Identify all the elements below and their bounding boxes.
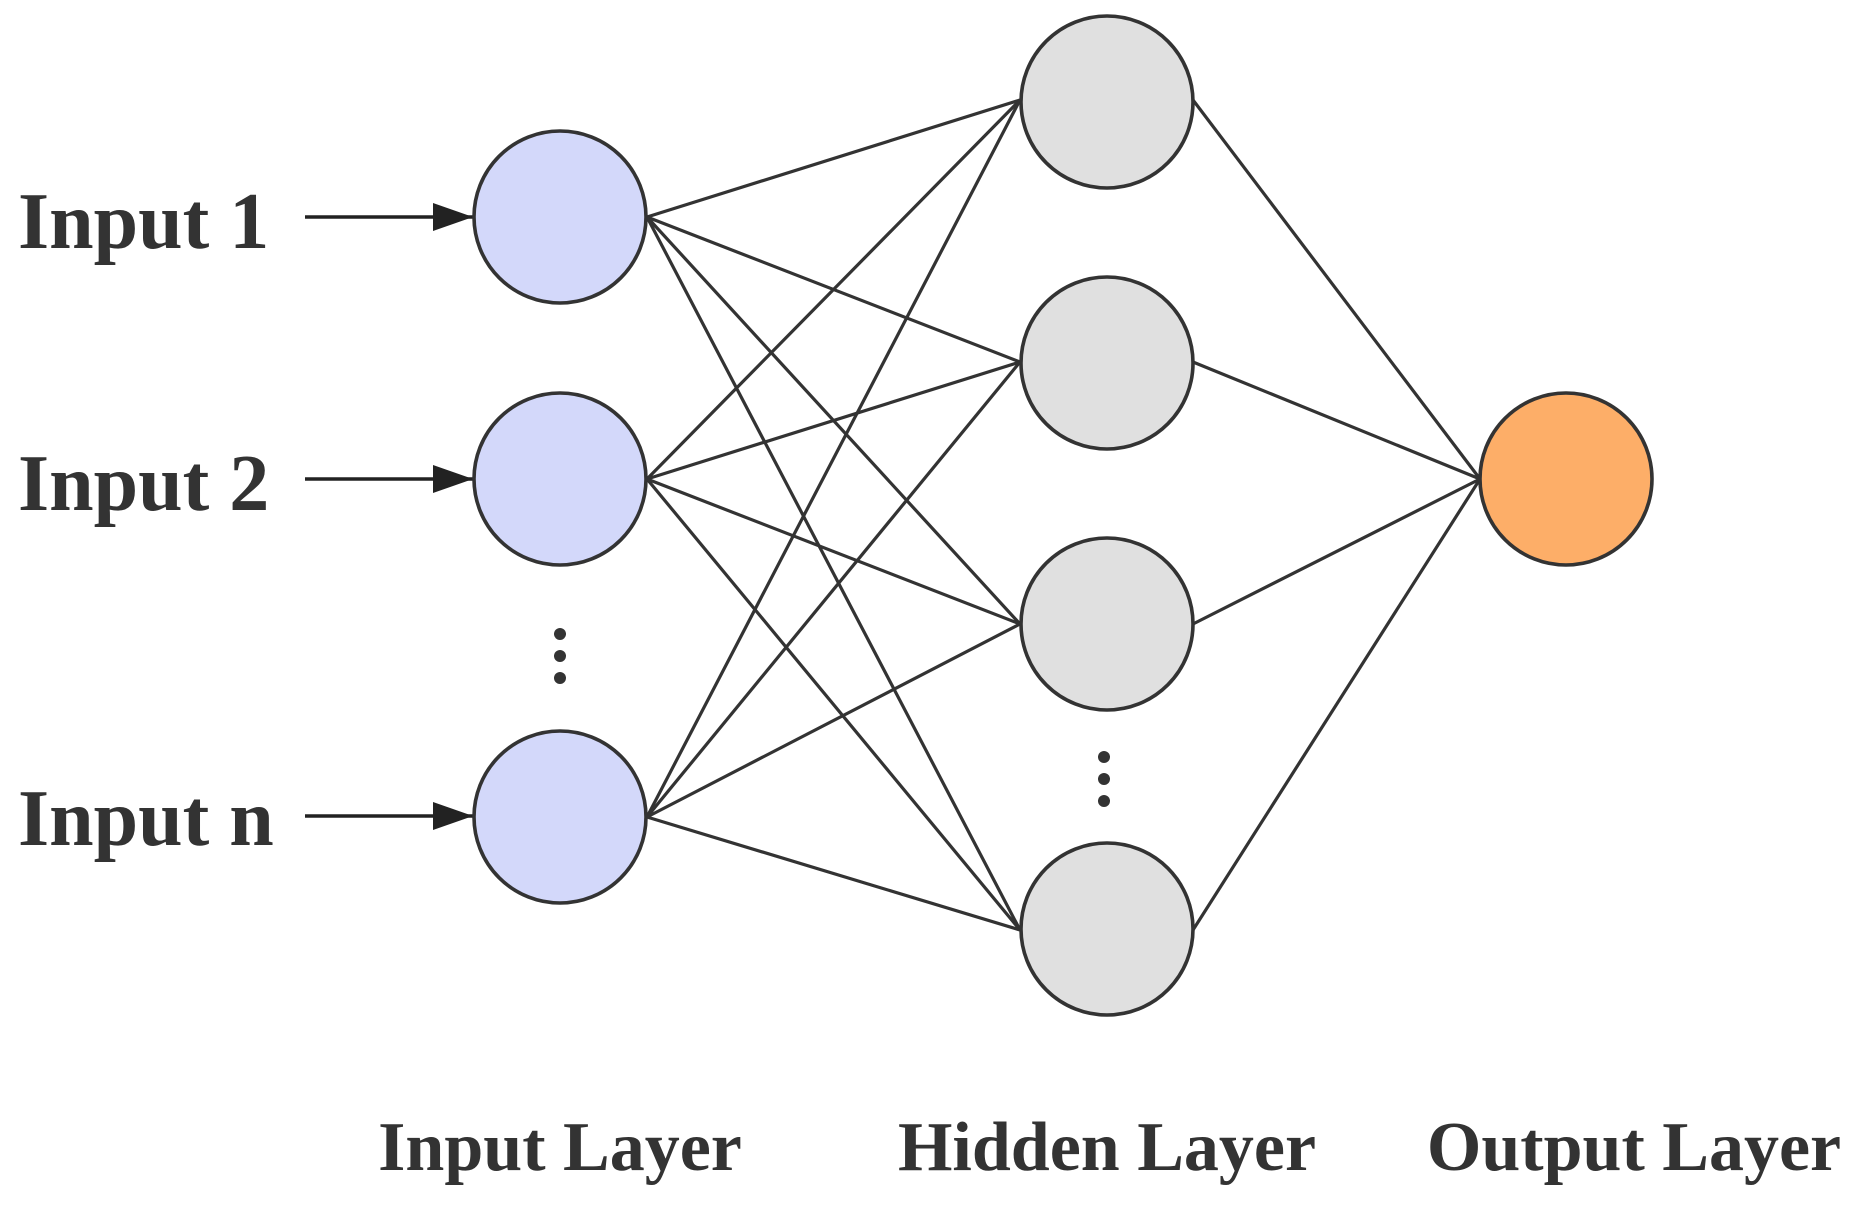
hidden-node-1 <box>1019 14 1195 190</box>
input-label-n: Input n <box>18 775 274 863</box>
edge-i2-h2 <box>646 360 1021 481</box>
hidden-node-4 <box>1019 841 1195 1017</box>
edge-i2-h4 <box>645 477 1022 932</box>
input-arrows <box>305 203 473 830</box>
edge-i1-h1 <box>646 98 1021 219</box>
hidden-node-3 <box>1019 536 1195 712</box>
edge-h3-o <box>1192 477 1481 626</box>
edge-i2-h3 <box>646 477 1021 626</box>
output-layer-nodes <box>1478 391 1654 567</box>
edge-in-h2 <box>645 360 1022 819</box>
output-layer-label: Output Layer <box>1427 1109 1841 1186</box>
edge-h4-o <box>1191 478 1482 931</box>
input-ellipsis-dots <box>554 628 566 684</box>
layer-labels: Input Layer Hidden Layer Output Layer <box>378 1109 1841 1186</box>
hidden-ellipsis-dots <box>1098 751 1110 807</box>
input-hidden-connections <box>645 98 1022 932</box>
edge-in-h4 <box>646 815 1021 932</box>
input-layer-label: Input Layer <box>378 1109 742 1186</box>
edge-h1-o <box>1191 99 1482 480</box>
hidden-node-2 <box>1019 275 1195 451</box>
hidden-layer-label: Hidden Layer <box>898 1109 1316 1186</box>
input-node-1 <box>472 129 648 305</box>
edge-i1-h4 <box>645 216 1022 931</box>
output-node <box>1478 391 1654 567</box>
edge-h2-o <box>1192 360 1481 481</box>
input-node-n <box>472 729 648 905</box>
input-layer-nodes <box>472 129 648 905</box>
input-labels: Input 1 Input 2 Input n <box>18 178 274 863</box>
hidden-layer-nodes <box>1019 14 1195 1017</box>
edge-in-h3 <box>646 622 1021 819</box>
input-label-1: Input 1 <box>18 178 269 266</box>
edge-i2-h1 <box>645 98 1022 481</box>
edge-in-h1 <box>645 99 1022 818</box>
hidden-output-connections <box>1191 99 1482 931</box>
input-node-2 <box>472 391 648 567</box>
input-label-2: Input 2 <box>18 440 269 528</box>
